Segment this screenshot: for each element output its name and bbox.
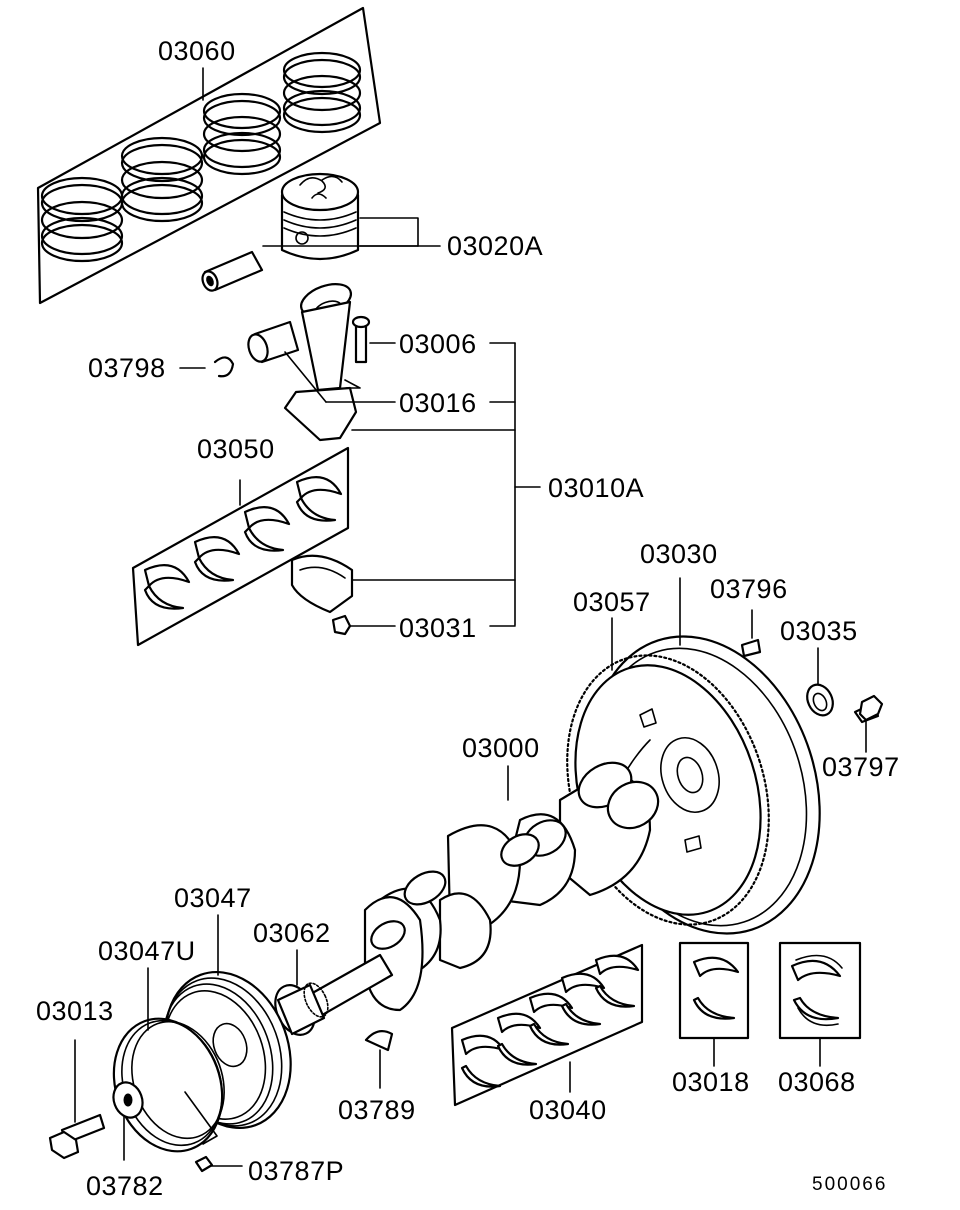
ring-stack-4 [282,51,362,134]
label-03013: 03013 [36,996,114,1026]
label-03031: 03031 [399,613,477,643]
ring-stack-1 [40,176,124,263]
main-shell-5 [594,954,640,1008]
connecting-rod [247,283,371,636]
label-03030: 03030 [640,539,718,569]
flywheel-bolt [853,694,884,753]
label-03040: 03040 [529,1095,607,1125]
part-labels: 03060 03020A 03006 03798 03016 03050 030… [36,36,900,1201]
pilot-bearing [806,647,834,717]
label-03047U: 03047U [98,936,196,966]
label-03782: 03782 [86,1171,164,1201]
crankshaft [298,761,660,1024]
label-03050: 03050 [197,434,275,464]
bearing-box-03068 [778,941,862,1067]
label-03047: 03047 [174,883,252,913]
label-03797: 03797 [822,752,900,782]
label-03060: 03060 [158,36,236,66]
label-03068: 03068 [778,1067,856,1097]
conrod-bearing-set [131,446,350,647]
ring-stack-2 [120,136,204,223]
main-shell-2 [496,1012,542,1066]
label-03018: 03018 [672,1067,750,1097]
conrod-leaders [179,342,541,627]
bearing-shell-4 [295,476,343,522]
crank-pulley [112,914,292,1153]
rod-nut [331,614,352,636]
bearing-shell-1 [143,564,191,610]
woodruff-key [364,1029,394,1089]
label-03057: 03057 [573,587,651,617]
main-shell-1 [460,1034,506,1088]
ring-stack-3 [202,92,282,176]
circlip [213,356,235,378]
label-03020A: 03020A [447,231,543,261]
label-03035: 03035 [780,616,858,646]
dowel-pin [740,609,762,658]
bearing-shell-3 [243,506,291,552]
label-03000: 03000 [462,733,540,763]
piston-ring-set [36,6,382,305]
label-03798: 03798 [88,353,166,383]
bearing-box-03018 [678,941,750,1067]
label-03796: 03796 [710,574,788,604]
rod-bolt [351,315,371,364]
label-03016: 03016 [399,388,477,418]
bearing-shell-2 [193,536,241,582]
main-shell-3 [528,992,574,1046]
pulley-washer [112,1081,144,1161]
label-03062: 03062 [253,918,331,948]
label-03789: 03789 [338,1095,416,1125]
pulley-pin [194,1155,243,1173]
piston-pin [201,250,264,292]
label-03010A: 03010A [548,473,644,503]
drawing-number: 500066 [812,1174,887,1195]
small-end-bushing [247,320,300,364]
crank-bolt [48,1039,106,1160]
main-shell-4 [560,972,606,1026]
label-03006: 03006 [399,329,477,359]
main-bearing-set [450,943,644,1107]
piston-assembly [201,172,441,292]
label-03787P: 03787P [248,1156,344,1186]
